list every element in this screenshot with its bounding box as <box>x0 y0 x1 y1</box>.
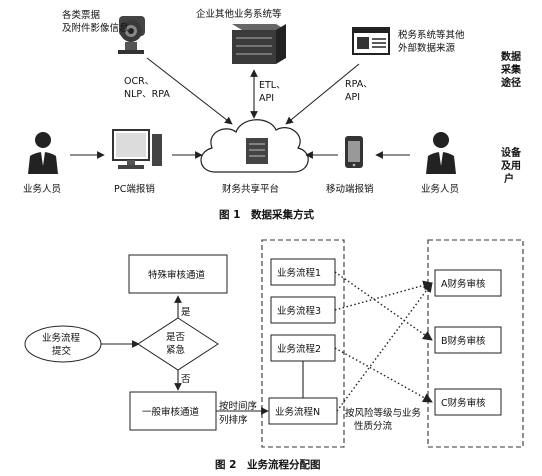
special-channel-label: 特殊审核通道 <box>148 269 206 281</box>
side-label-bottom-2: 及用 <box>501 160 521 172</box>
figure2-flow-allocation: 业务流程 提交 是否 紧急 特殊审核通道 是 否 一般审核通道 按时间序 列排序… <box>24 239 524 471</box>
camera-label-1: 各类票据 <box>62 9 101 21</box>
audit-box-b <box>434 326 502 354</box>
route-flow3-to-a <box>334 280 433 311</box>
arrow-external-to-platform <box>285 63 360 125</box>
side-label-bottom-1: 设备 <box>501 146 522 159</box>
mobile-phone-icon <box>345 136 363 168</box>
cloud-icon <box>200 119 309 173</box>
split-label-1: 按风险等级与业务 <box>345 407 422 419</box>
platform-label: 财务共享平台 <box>222 183 279 195</box>
pc-monitor-icon <box>112 129 162 169</box>
arrow-label-mid-2: API <box>259 93 274 104</box>
decision-label-2: 紧急 <box>166 344 186 356</box>
audit-box-c <box>434 388 502 416</box>
arrow-label-left-2: NLP、RPA <box>124 89 170 100</box>
left-person-label: 业务人员 <box>23 183 61 195</box>
flow-box-2 <box>270 334 336 362</box>
figure2-caption: 图 2 业务流程分配图 <box>215 458 320 471</box>
figure1-data-collection: 各类票据 及附件影像信息 企业其他业务系统等 税务系统等其他 外部数据来源 数据… <box>23 8 522 221</box>
flow-box-1 <box>270 258 336 286</box>
flow-label-2: 业务流程2 <box>277 343 321 355</box>
server-title: 企业其他业务系统等 <box>196 8 282 20</box>
audit-label-a: A财务审核 <box>441 278 486 290</box>
camera-label-2: 及附件影像信息 <box>62 22 129 34</box>
route-flowN-to-a <box>336 282 433 412</box>
pc-label: PC端报销 <box>114 183 155 195</box>
audits-container <box>427 239 524 448</box>
arrow-camera-to-platform <box>146 57 233 125</box>
sort-label-2: 列排序 <box>219 414 248 426</box>
audit-box-a <box>434 269 502 297</box>
side-label-top-1: 数据 <box>501 50 521 63</box>
sort-label-1: 按时间序 <box>219 400 258 412</box>
submit-label-1: 业务流程 <box>42 332 81 344</box>
arrow-label-right-1: RPA、 <box>345 79 373 90</box>
arrow-label-mid-1: ETL、 <box>259 80 286 91</box>
document-window-icon <box>352 27 390 55</box>
mobile-label: 移动端报销 <box>326 183 374 195</box>
route-flow1-to-b <box>334 271 433 341</box>
no-label: 否 <box>181 374 191 385</box>
business-person-left-icon <box>28 132 58 174</box>
camera-icon <box>118 16 145 54</box>
flow-label-n: 业务流程N <box>275 406 320 418</box>
flow-box-n <box>268 397 338 425</box>
arrow-label-right-2: API <box>345 92 360 103</box>
audit-label-b: B财务审核 <box>441 335 486 347</box>
flow-label-1: 业务流程1 <box>277 267 321 279</box>
yes-label: 是 <box>181 307 191 318</box>
side-label-bottom-3: 户 <box>503 172 514 185</box>
decision-label-1: 是否 <box>166 332 186 343</box>
business-person-right-icon <box>426 132 456 174</box>
route-flow2-to-c <box>334 347 433 403</box>
submit-label-2: 提交 <box>52 345 72 357</box>
flows-container <box>261 239 345 448</box>
audit-label-c: C财务审核 <box>441 397 486 409</box>
server-rack-icon <box>232 24 286 64</box>
side-label-top-2: 采集 <box>500 63 522 76</box>
arrow-label-left-1: OCR、 <box>124 76 154 87</box>
flow-label-3: 业务流程3 <box>277 305 321 317</box>
side-label-top-3: 途径 <box>501 76 521 89</box>
right-person-label: 业务人员 <box>421 183 459 195</box>
decision-diamond <box>137 317 219 371</box>
split-label-2: 性质分流 <box>354 420 393 432</box>
doc-label-1: 税务系统等其他 <box>398 29 465 41</box>
figure1-caption: 图 1 数据采集方式 <box>219 208 314 221</box>
general-channel-label: 一般审核通道 <box>142 406 200 418</box>
doc-label-2: 外部数据来源 <box>398 42 456 54</box>
special-channel-box <box>128 254 228 294</box>
